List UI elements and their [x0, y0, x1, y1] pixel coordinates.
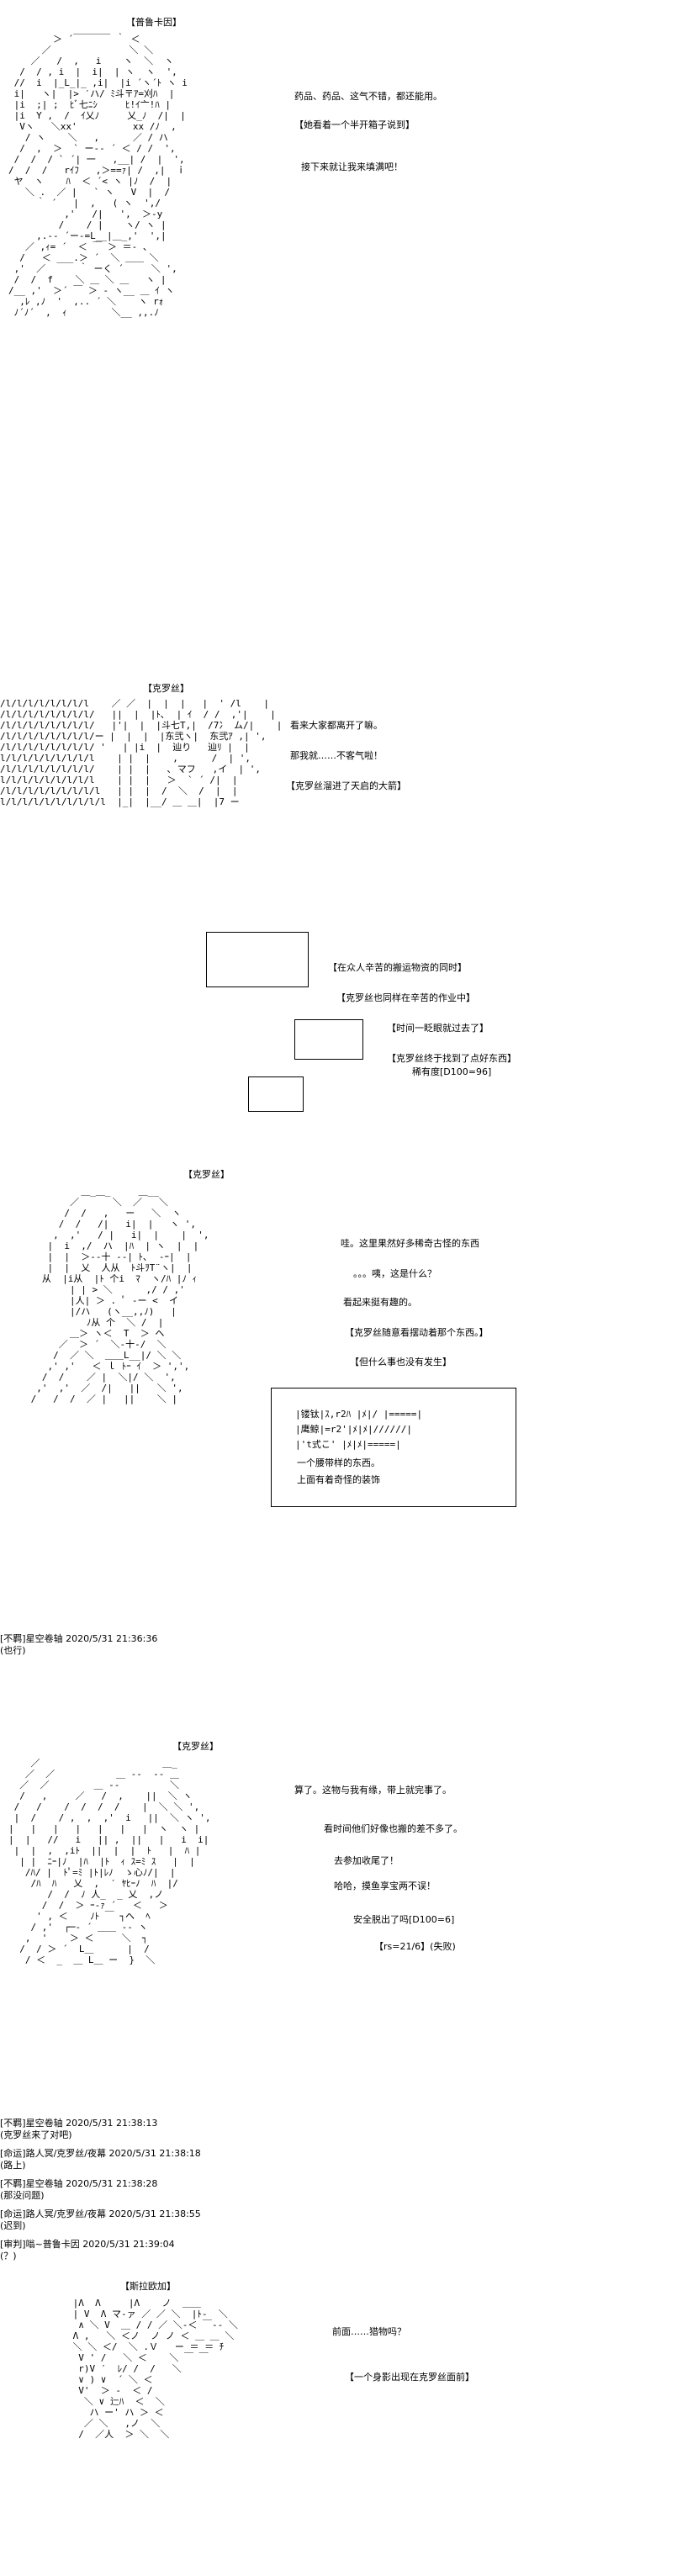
scene-3-note-2: 【克罗丝也同样在辛苦的作业中】	[336, 992, 475, 1003]
scene-6-name-tag: 【斯拉欧加】	[120, 2281, 176, 2292]
item-box-line-3: |'t式こ' |ﾒ|ﾒ|=====|	[295, 1439, 401, 1450]
item-box-line-2: |鹰鲸|=r2'|ﾒ|ﾒ|//////|	[295, 1424, 412, 1435]
scene-1-line-2: 【她看着一个半开箱子说到】	[294, 119, 415, 130]
log-2-entry-5-body: (？)	[0, 2251, 17, 2261]
scene-1-ascii-art: ＞ ´￣￣￣￣ ｀ ＜ ／ ＼ ＼ ／ / , i ヽ ＼ ヽ / / , i …	[8, 34, 188, 318]
scene-2-line-1: 看来大家都离开了嘛。	[290, 720, 383, 731]
scene-6-panel: 【斯拉欧加】 |Λ Λ |Λ ノ ＿＿ | V Λ マ‐ァ ／ ／ ＼ |ﾄ- …	[0, 2271, 693, 2576]
scene-4-panel: 【克罗丝】 ＿_＿_ ＿__ ／ ＼ ／ ＼ / / , ー ＼ ヽ / / /…	[0, 1161, 693, 1632]
log-2-entry-2-body: (路上)	[0, 2160, 26, 2171]
log-2-entry-5-head: [审判]嗡~普鲁卡因 2020/5/31 21:39:04	[0, 2239, 175, 2250]
log-2-entry-2-head: [命运]路人冥/克罗丝/夜幕 2020/5/31 21:38:18	[0, 2148, 201, 2159]
chat-log-2: [不羁]星空卷轴 2020/5/31 21:38:13 (克罗丝来了对吧) [命…	[0, 2118, 693, 2261]
scene-6-ascii-art: |Λ Λ |Λ ノ ＿＿ | V Λ マ‐ァ ／ ／ ＼ |ﾄ- ＼ ∧ ＼ V…	[72, 2298, 238, 2440]
scene-5-line-4: 哈哈，摸鱼享宝两不误！	[334, 1880, 436, 1891]
scene-5-line-1: 算了。这物与我有缘，带上就完事了。	[294, 1785, 452, 1796]
scene-3-box-1	[206, 932, 309, 987]
scene-4-line-1: 哇。这里果然好多稀奇古怪的东西	[341, 1238, 479, 1249]
scene-6-line-1: 前面……猎物吗？	[332, 2326, 406, 2337]
scene-4-line-3: 看起来挺有趣的。	[343, 1297, 417, 1308]
item-box-line-1: |镂钛|ｽ,r2ﾊ |ﾒ|/ |=====|	[295, 1409, 423, 1420]
scene-4-line-2: 。。。咦，这是什么？	[353, 1268, 436, 1279]
scene-4-name-tag: 【克罗丝】	[183, 1169, 230, 1180]
scene-2-panel: 【克罗丝】 /l/l/l/l/l/l/l/l ／ ／ | | | | ' /l …	[0, 673, 693, 950]
scene-3-note-5: 稀有度[D100=96]	[412, 1066, 492, 1077]
log-2-entry-1-body: (克罗丝来了对吧)	[0, 2129, 72, 2140]
scene-2-line-3: 【克罗丝溜进了天启的大箭】	[286, 780, 406, 791]
log-2-entry-4-head: [命运]路人冥/克罗丝/夜幕 2020/5/31 21:38:55	[0, 2208, 201, 2219]
log-1-entry-1-body: (也行)	[0, 1645, 26, 1656]
scene-6-line-2: 【一个身影出现在克罗丝面前】	[345, 2372, 474, 2383]
chat-log-1: [不羁]星空卷轴 2020/5/31 21:36:36 (也行)	[0, 1633, 693, 1667]
item-box-line-5: 上面有着奇怪的装饰	[297, 1474, 380, 1485]
scene-3-box-3	[248, 1076, 304, 1112]
scene-5-line-5: 安全脱出了吗[D100=6]	[353, 1914, 455, 1925]
scene-5-name-tag: 【克罗丝】	[172, 1741, 219, 1752]
scene-2-name-tag: 【克罗丝】	[143, 683, 189, 694]
scene-4-line-5: 【但什么事也没有发生】	[350, 1357, 452, 1367]
scene-1-panel: 【普鲁卡因】 ＞ ´￣￣￣￣ ｀ ＜ ／ ＼ ＼ ／ / , i ヽ ＼ ヽ /…	[0, 0, 693, 589]
scene-5-line-6: 【rs=21/6】(失败)	[374, 1941, 456, 1952]
scene-5-line-2: 看时间他们好像也搬的差不多了。	[324, 1823, 463, 1834]
log-2-entry-3-body: (那没问题)	[0, 2190, 45, 2201]
scene-5-line-3: 去参加收尾了！	[334, 1855, 399, 1866]
scene-1-line-1: 药品、药品、这气不错，都还能用。	[294, 91, 442, 102]
scene-5-panel: 【克罗丝】 ／ ＿_ ／ ／ ＿ -‐ ‐- ＿ ／ ／ ＿ -‐ ＼ / , …	[0, 1732, 693, 2170]
scene-4-line-4: 【克罗丝随意看摆动着那个东西。】	[345, 1327, 489, 1338]
scene-3-note-4: 【克罗丝终于找到了点好东西】	[387, 1053, 516, 1064]
scene-2-line-2: 那我就……不客气啦！	[290, 750, 383, 761]
log-1-entry-1-head: [不羁]星空卷轴 2020/5/31 21:36:36	[0, 1633, 158, 1644]
scene-3-box-2	[294, 1019, 363, 1060]
log-2-entry-4-body: (迟到)	[0, 2220, 26, 2231]
log-2-entry-3-head: [不羁]星空卷轴 2020/5/31 21:38:28	[0, 2178, 158, 2189]
scene-3-note-1: 【在众人辛苦的搬运物资的同时】	[328, 962, 467, 973]
scene-5-ascii-art: ／ ＿_ ／ ／ ＿ -‐ ‐- ＿ ／ ／ ＿ -‐ ＼ / , ／ / , …	[8, 1758, 211, 1965]
item-description-box: |镂钛|ｽ,r2ﾊ |ﾒ|/ |=====| |鹰鲸|=r2'|ﾒ|ﾒ|////…	[271, 1388, 516, 1507]
scene-4-ascii-art: ＿_＿_ ＿__ ／ ＼ ／ ＼ / / , ー ＼ ヽ / / /| i| |…	[30, 1186, 209, 1404]
item-box-line-4: 一个腰带样的东西。	[297, 1457, 380, 1468]
scene-3-note-3: 【时间一眨眼就过去了】	[387, 1023, 489, 1034]
log-2-entry-1-head: [不羁]星空卷轴 2020/5/31 21:38:13	[0, 2118, 158, 2129]
scene-3-panel: 【在众人辛苦的搬运物资的同时】 【克罗丝也同样在辛苦的作业中】 【时间一眨眼就过…	[0, 925, 693, 1112]
scene-2-ascii-art: /l/l/l/l/l/l/l/l ／ ／ | | | | ' /l | /l/l…	[0, 698, 283, 807]
scene-1-line-3: 接下来就让我来填满吧！	[301, 161, 403, 172]
scene-1-name-tag: 【普鲁卡因】	[126, 17, 182, 28]
